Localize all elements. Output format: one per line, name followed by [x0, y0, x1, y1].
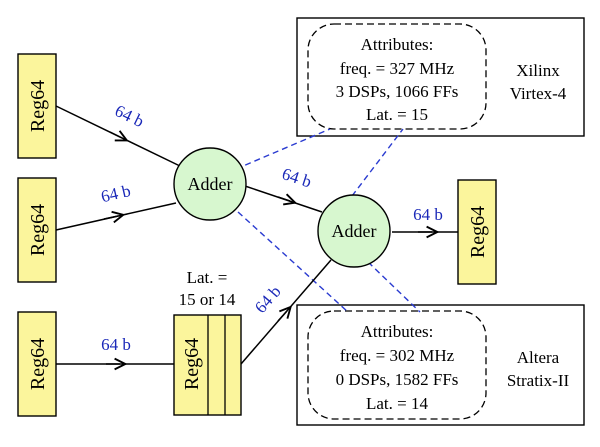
- altera-attributes-dashed: [307, 310, 487, 420]
- reg1-label: Reg64: [27, 80, 49, 132]
- altera-attributes-heading: Attributes:: [361, 322, 434, 341]
- width-label-adder2-out: 64 b: [413, 205, 443, 224]
- xilinx-attributes-heading: Attributes:: [361, 35, 434, 54]
- width-label-reg1-adder1: 64 b: [112, 101, 147, 131]
- reg-pipe-label: Reg64: [181, 338, 203, 390]
- xilinx-attribute-box: Attributes: freq. = 327 MHz 3 DSPs, 1066…: [296, 17, 585, 137]
- altera-frequency: freq. = 302 MHz: [340, 346, 455, 365]
- link-adder2-altera: [367, 261, 421, 313]
- xilinx-resources: 3 DSPs, 1066 FFs: [336, 82, 459, 101]
- link-adder1-altera: [237, 211, 349, 313]
- altera-resources: 0 DSPs, 1582 FFs: [336, 370, 459, 389]
- width-label-adder1-adder2: 64 b: [280, 164, 314, 191]
- adder-node-1: Adder: [173, 147, 247, 221]
- altera-device-name: Stratix-II: [507, 371, 570, 390]
- arrow-pipe-adder2: [277, 311, 287, 322]
- xilinx-vendor-name: Xilinx: [516, 61, 560, 80]
- register-reg1: Reg64: [17, 53, 57, 159]
- arrow-reg2-adder1: [103, 216, 118, 219]
- adder-node-2: Adder: [317, 194, 391, 268]
- xilinx-device-name: Virtex-4: [510, 84, 567, 103]
- arrow-adder1-adder2: [277, 197, 290, 201]
- xilinx-latency: Lat. = 15: [366, 105, 428, 124]
- arrow-reg1-adder1: [109, 132, 122, 138]
- xilinx-attributes-dashed: [307, 23, 487, 130]
- adder2-label: Adder: [332, 221, 377, 241]
- link-adder2-xilinx: [351, 128, 404, 197]
- reg2-label: Reg64: [27, 204, 49, 256]
- wire-arrows: [103, 132, 432, 364]
- xilinx-frequency: freq. = 327 MHz: [340, 59, 455, 78]
- register-pipelined: Reg64: [173, 314, 242, 416]
- link-adder1-xilinx: [235, 128, 331, 170]
- register-reg3: Reg64: [17, 311, 57, 417]
- latency-note-line2: 15 or 14: [179, 290, 236, 309]
- width-label-reg2-adder1: 64 b: [99, 181, 132, 206]
- reg3-label: Reg64: [27, 338, 49, 390]
- adder1-label: Adder: [188, 174, 233, 194]
- mapping-links: [235, 128, 421, 313]
- altera-latency: Lat. = 14: [366, 394, 428, 413]
- altera-attribute-box: Attributes: freq. = 302 MHz 0 DSPs, 1582…: [296, 304, 585, 426]
- register-reg2: Reg64: [17, 177, 57, 283]
- register-output: Reg64: [457, 179, 497, 285]
- width-label-reg3-pipe: 64 b: [101, 335, 131, 354]
- altera-vendor-name: Altera: [517, 348, 560, 367]
- latency-note-line1: Lat. =: [187, 268, 228, 287]
- reg-out-label: Reg64: [467, 206, 489, 258]
- width-label-pipe-adder2: 64 b: [251, 282, 285, 317]
